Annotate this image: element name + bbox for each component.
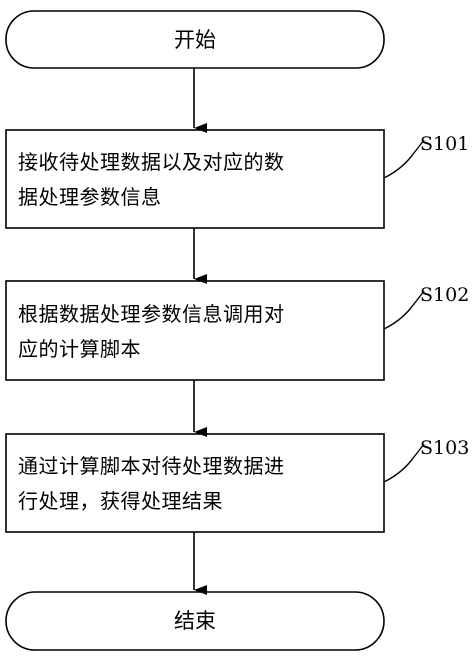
step-id-s101: S101	[420, 133, 470, 155]
step-box-s102	[5, 280, 385, 381]
leader-line-s101	[383, 139, 425, 179]
step-id-s102: S102	[420, 284, 470, 306]
step-text-s102-line-2: 应的计算脚本	[18, 337, 141, 361]
step-box-s103	[5, 433, 385, 533]
step-text-s102-line-1: 根据数据处理参数信息调用对	[18, 302, 285, 326]
step-id-s103: S103	[420, 437, 470, 459]
leader-line-s102	[383, 290, 425, 330]
end-label: 结束	[174, 609, 216, 633]
step-text-s101-line-2: 据处理参数信息	[18, 185, 162, 209]
start-terminal	[5, 10, 385, 69]
step-text-s103-line-1: 通过计算脚本对待处理数据进	[18, 454, 285, 478]
leader-line-s103	[383, 443, 425, 483]
step-box-s101	[5, 129, 385, 229]
end-terminal	[5, 591, 385, 651]
step-text-s103-line-2: 行处理，获得处理结果	[18, 489, 223, 513]
start-label: 开始	[174, 28, 216, 52]
step-text-s101-line-1: 接收待处理数据以及对应的数	[18, 150, 285, 174]
